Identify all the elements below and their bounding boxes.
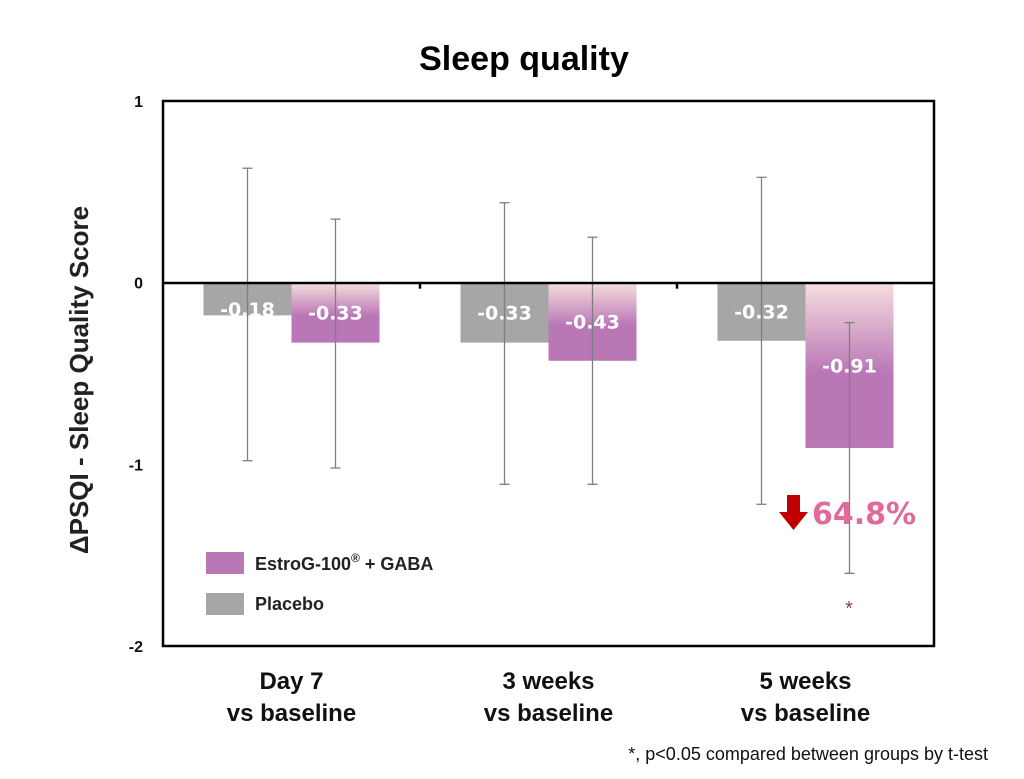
- legend-estrog-suffix: + GABA: [360, 554, 434, 574]
- plot-frame: [161, 99, 936, 648]
- x-tick-label-2-line-2: vs baseline: [484, 700, 613, 727]
- y-tick-labels: 1 0 -1 -2: [129, 94, 143, 656]
- down-arrow-icon: [779, 495, 808, 530]
- reduction-annotation: 64.8%: [779, 495, 916, 532]
- legend-estrog-name: EstroG-100: [255, 554, 351, 574]
- legend-swatch-placebo: [206, 593, 244, 615]
- data-label-placebo-1: -0.18: [220, 299, 275, 321]
- data-label-placebo-2: -0.33: [477, 303, 532, 325]
- chart-title: Sleep quality: [419, 40, 629, 78]
- legend-label-estrog-gaba: EstroG-100® + GABA: [255, 551, 433, 574]
- data-label-estrog-gaba-1: -0.33: [308, 303, 363, 325]
- y-tick-label: 0: [134, 276, 143, 293]
- y-tick-label: -2: [129, 639, 143, 656]
- data-labels-layer: -0.18 -0.33 -0.33 -0.43 -0.32 -0.91: [220, 299, 877, 377]
- x-tick-label-3-line-1: 5 weeks: [759, 668, 851, 695]
- x-tick-labels: Day 7 vs baseline 3 weeks vs baseline 5 week…: [227, 668, 870, 727]
- data-label-placebo-3: -0.32: [734, 302, 789, 324]
- legend-swatch-estrog-gaba: [206, 552, 244, 574]
- reduction-percent: 64.8%: [812, 497, 916, 532]
- y-tick-label: 1: [134, 94, 143, 111]
- footnote: *, p<0.05 compared between groups by t-t…: [628, 744, 988, 764]
- bars-layer: [203, 282, 894, 448]
- category-separators: [418, 282, 679, 289]
- legend: EstroG-100® + GABA Placebo: [206, 551, 433, 615]
- x-tick-label-1-line-1: Day 7: [259, 668, 323, 695]
- y-tick-label: -1: [129, 457, 143, 474]
- significance-asterisk: *: [845, 598, 853, 620]
- x-tick-label-1-line-2: vs baseline: [227, 700, 356, 727]
- data-label-estrog-gaba-3: -0.91: [822, 355, 877, 377]
- x-tick-label-2-line-1: 3 weeks: [502, 668, 594, 695]
- legend-estrog-registered: ®: [351, 551, 360, 565]
- legend-label-placebo: Placebo: [255, 594, 324, 614]
- x-tick-label-3-line-2: vs baseline: [741, 700, 870, 727]
- y-axis-label: ΔPSQI - Sleep Quality Score: [64, 206, 94, 554]
- data-label-estrog-gaba-2: -0.43: [565, 312, 620, 334]
- error-bars-layer: [242, 167, 855, 574]
